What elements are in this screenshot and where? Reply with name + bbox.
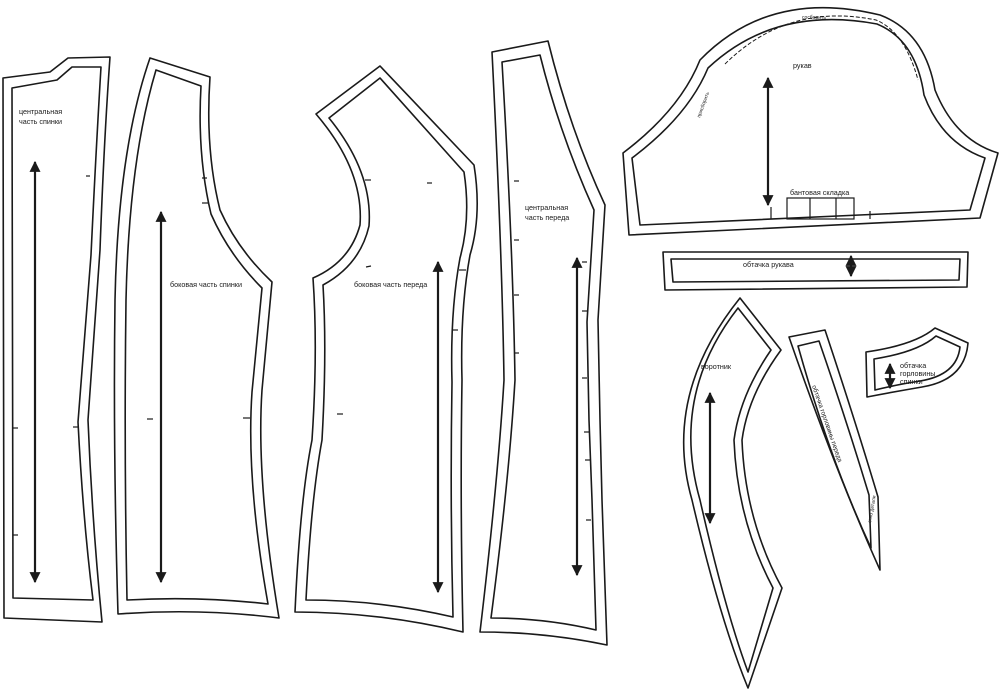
- back-neck-facing-label-line1: обтачка: [900, 361, 926, 370]
- piece-side-front: боковая часть переда: [294, 65, 478, 633]
- collar-label: воротник: [701, 362, 732, 371]
- front-neck-facing-fold-note: сгиб детали: [867, 495, 878, 523]
- piece-back-neck-facing: обтачка горловины спинки: [865, 327, 969, 398]
- sleeve-facing-label: обтачка рукава: [743, 260, 794, 269]
- sleeve-label: рукав: [793, 61, 812, 70]
- center-front-label-line2: часть переда: [525, 213, 569, 222]
- back-neck-facing-label-line3: спинки: [900, 377, 923, 386]
- sleeve-pleat-label: бантовая складка: [790, 188, 849, 197]
- center-front-label-line1: центральная: [525, 203, 568, 212]
- piece-sleeve-facing: обтачка рукава: [662, 251, 969, 291]
- piece-side-back: боковая часть спинки: [113, 57, 280, 619]
- center-back-label-line2: часть спинки: [19, 117, 62, 126]
- front-neck-facing-label: обтачка горловины переда: [810, 384, 844, 464]
- piece-center-back: центральная часть спинки: [2, 56, 111, 623]
- center-back-label-line1: центральная: [19, 107, 62, 116]
- piece-center-front: центральная часть переда: [479, 40, 608, 646]
- back-neck-facing-label-line2: горловины: [900, 369, 935, 378]
- piece-collar: воротник: [682, 297, 783, 689]
- sleeve-edge-note: присборить: [696, 91, 711, 119]
- piece-sleeve: рукав бантовая складка сосборить присбор…: [622, 6, 999, 236]
- side-back-label: боковая часть спинки: [170, 280, 242, 289]
- side-front-label: боковая часть переда: [354, 280, 427, 289]
- sleeve-gather-label: сосборить: [802, 15, 826, 21]
